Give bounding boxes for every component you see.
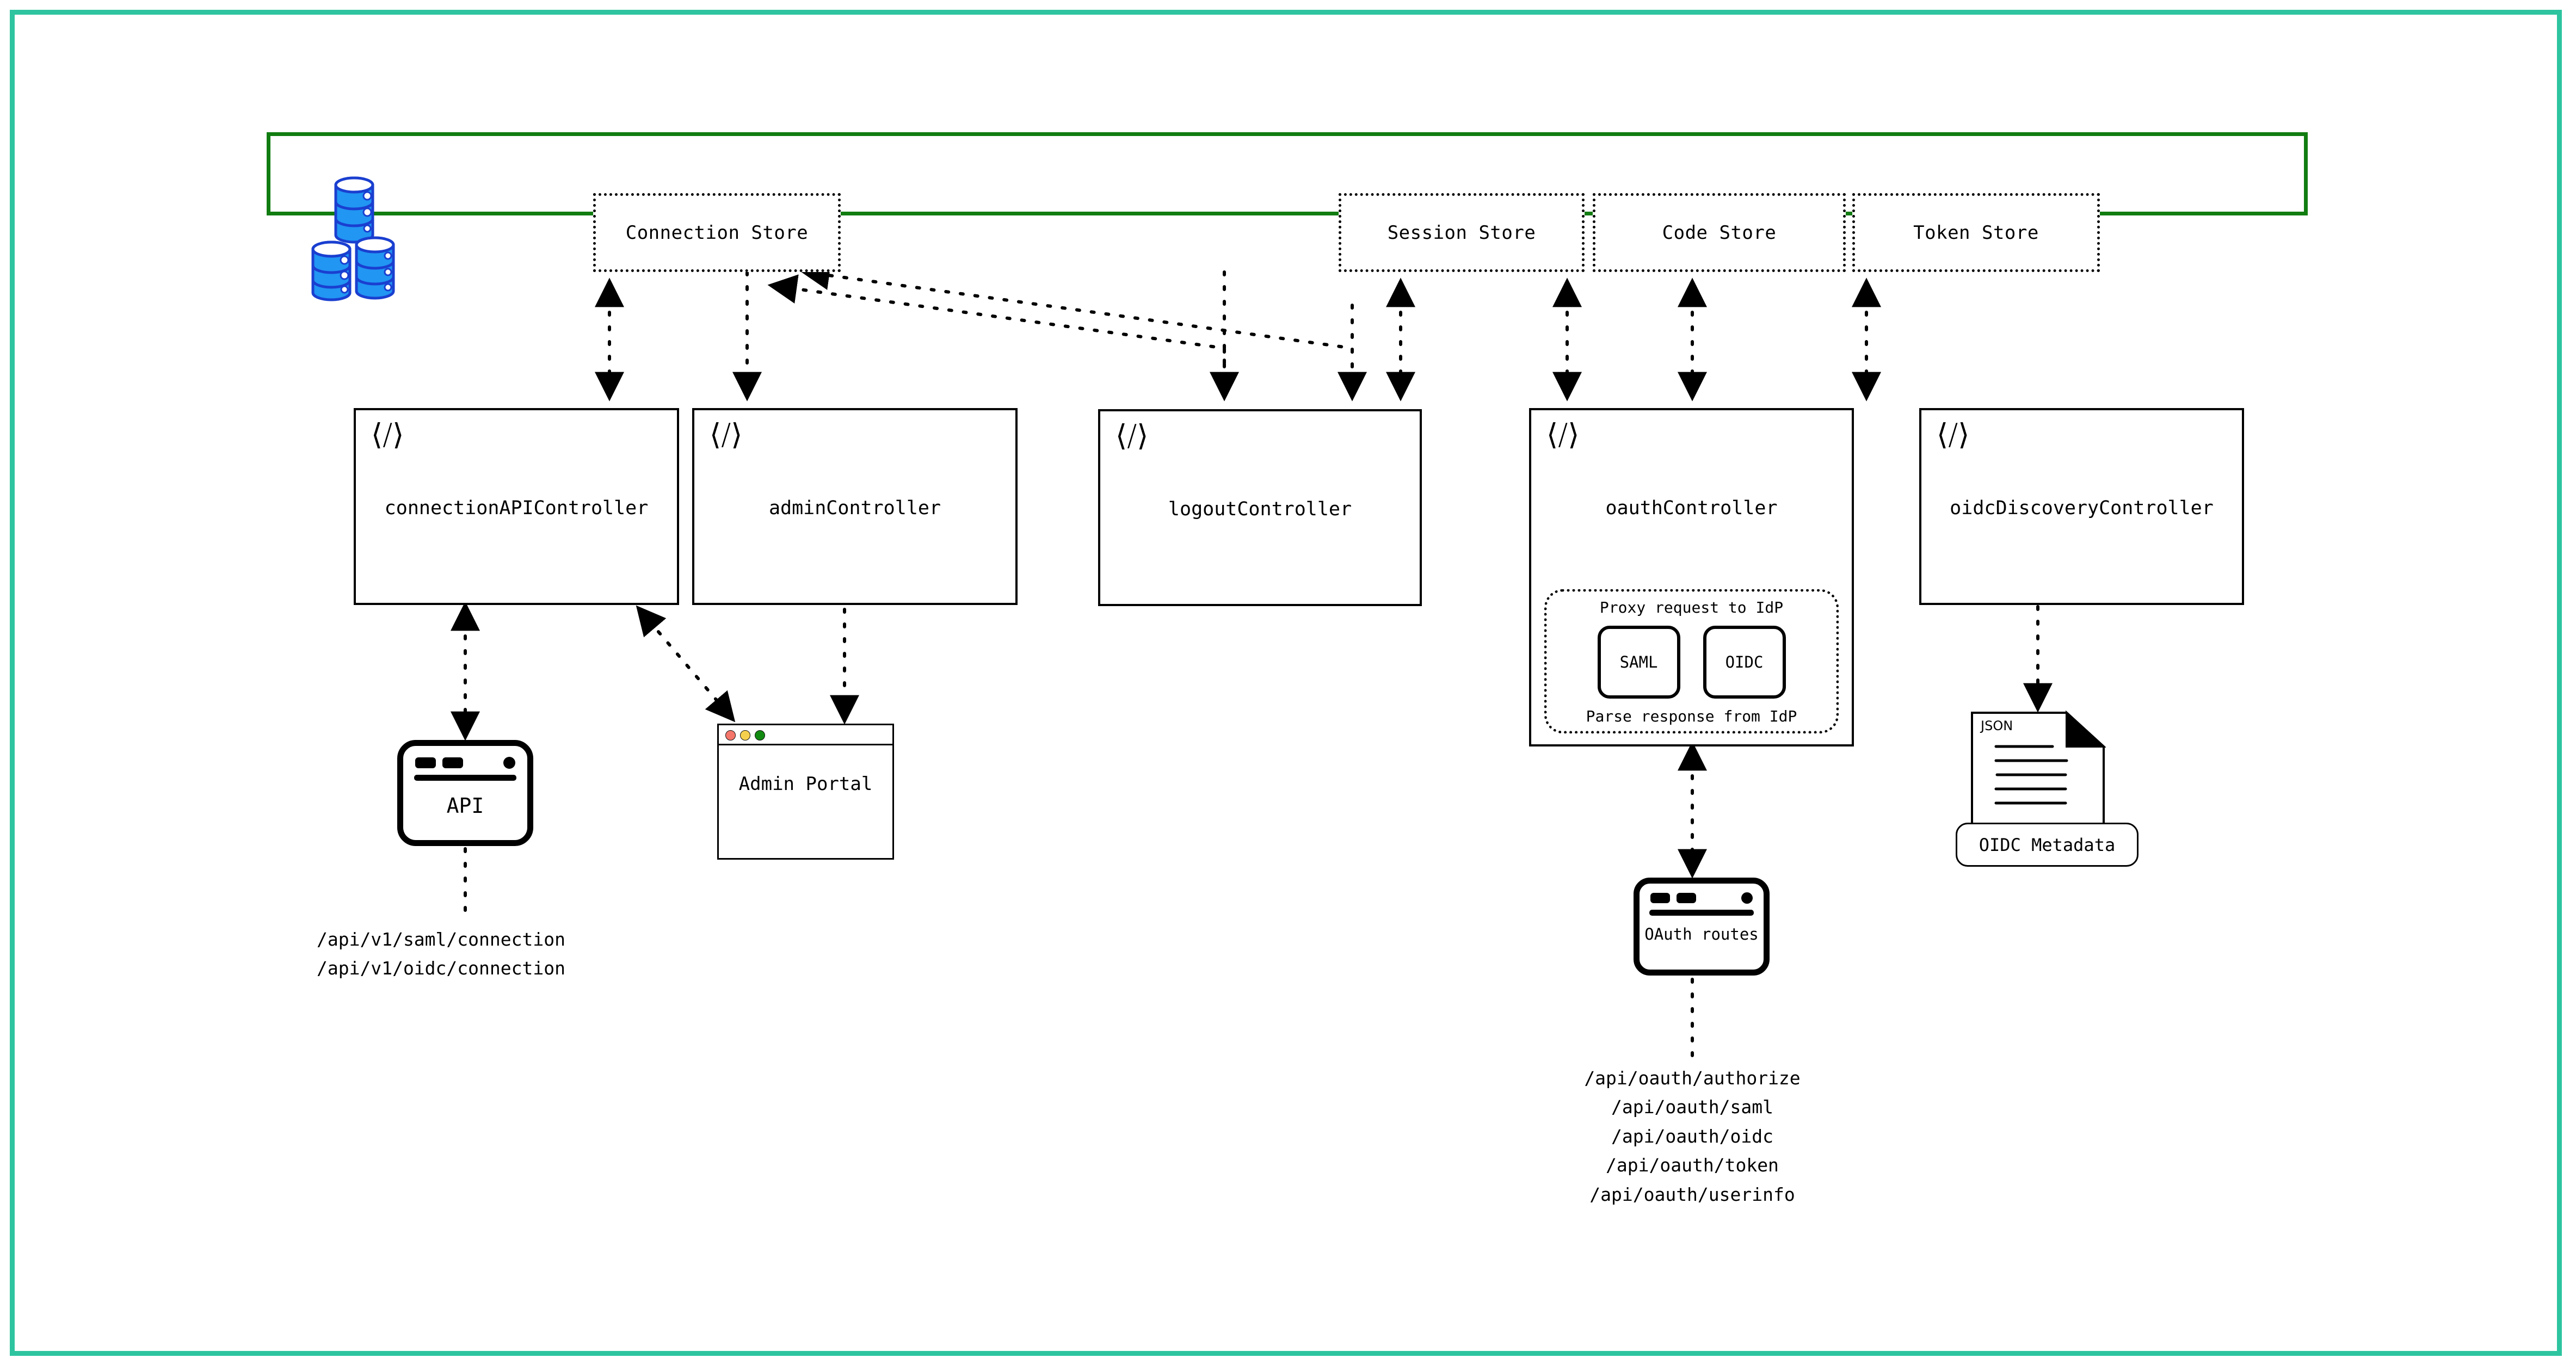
controller-label: adminController	[768, 497, 941, 519]
controller-oidc-discovery[interactable]: ⟨/⟩ oidcDiscoveryController	[1919, 408, 2244, 605]
controller-label: oauthController	[1605, 497, 1778, 519]
store-label: Code Store	[1662, 221, 1777, 244]
oidc-metadata-label-pill[interactable]: OIDC Metadata	[1956, 823, 2139, 867]
store-session-store[interactable]: Session Store	[1339, 193, 1585, 272]
controller-label: connectionAPIController	[384, 497, 649, 519]
endpoint-item: /api/oauth/authorize	[1584, 1067, 1801, 1089]
oauth-routes-label: OAuth routes	[1644, 925, 1759, 943]
code-icon: ⟨/⟩	[371, 417, 404, 452]
pill-label: OIDC	[1725, 652, 1764, 671]
connection-api-endpoints: /api/v1/saml/connection /api/v1/oidc/con…	[317, 925, 565, 983]
endpoint-item: /api/oauth/oidc	[1611, 1125, 1773, 1147]
oauth-routes-icon[interactable]: OAuth routes	[1634, 878, 1770, 976]
store-connection-store[interactable]: Connection Store	[593, 193, 841, 272]
pill-saml[interactable]: SAML	[1597, 625, 1680, 699]
admin-portal-window[interactable]: Admin Portal	[717, 724, 894, 860]
endpoint-item: /api/oauth/token	[1606, 1155, 1779, 1176]
endpoint-item: /api/v1/saml/connection	[317, 929, 565, 950]
idp-proxy-group: Proxy request to IdP SAML OIDC Parse res…	[1544, 589, 1839, 733]
maximize-icon[interactable]	[755, 730, 765, 740]
device-dot	[1677, 893, 1696, 903]
controller-label: logoutController	[1168, 498, 1352, 520]
device-dot	[1741, 892, 1753, 904]
code-icon: ⟨/⟩	[1546, 417, 1580, 452]
endpoint-item: /api/oauth/userinfo	[1589, 1183, 1795, 1205]
store-label: Session Store	[1387, 221, 1536, 244]
code-icon: ⟨/⟩	[1116, 418, 1149, 453]
store-token-store[interactable]: Token Store	[1852, 193, 2100, 272]
endpoint-item: /api/v1/oidc/connection	[317, 958, 565, 979]
idp-proxy-bottom-caption: Parse response from IdP	[1586, 707, 1797, 725]
device-dot	[503, 757, 515, 769]
device-bar	[1649, 910, 1754, 916]
oauth-endpoints: /api/oauth/authorize /api/oauth/saml /ap…	[1529, 1064, 1856, 1209]
api-device-icon[interactable]: API	[397, 740, 533, 846]
idp-protocol-pills: SAML OIDC	[1597, 625, 1786, 699]
device-dot	[1650, 893, 1670, 903]
device-dot	[442, 757, 463, 768]
controller-logout[interactable]: ⟨/⟩ logoutController	[1098, 409, 1422, 606]
controller-oauth[interactable]: ⟨/⟩ oauthController Proxy request to IdP…	[1529, 408, 1854, 746]
pill-oidc[interactable]: OIDC	[1703, 625, 1786, 699]
store-label: Token Store	[1913, 221, 2039, 244]
window-titlebar	[719, 725, 892, 745]
oidc-metadata-label: OIDC Metadata	[1979, 834, 2116, 855]
admin-portal-label: Admin Portal	[738, 773, 873, 795]
idp-proxy-top-caption: Proxy request to IdP	[1599, 598, 1784, 616]
pill-label: SAML	[1619, 652, 1658, 671]
close-icon[interactable]	[725, 730, 736, 740]
code-icon: ⟨/⟩	[710, 417, 743, 452]
controller-label: oidcDiscoveryController	[1950, 497, 2214, 519]
code-icon: ⟨/⟩	[1937, 417, 1970, 452]
json-doc-label: JSON	[1981, 718, 2013, 733]
minimize-icon[interactable]	[740, 730, 750, 740]
endpoint-item: /api/oauth/saml	[1611, 1096, 1773, 1118]
store-code-store[interactable]: Code Store	[1593, 193, 1846, 272]
controller-admin[interactable]: ⟨/⟩ adminController	[692, 408, 1018, 605]
device-dot	[415, 757, 436, 768]
api-label: API	[446, 794, 484, 818]
database-cylinders	[307, 169, 433, 305]
outer-frame	[10, 10, 2562, 1356]
store-container	[267, 132, 2308, 215]
device-bar	[414, 775, 516, 781]
controller-connection-api[interactable]: ⟨/⟩ connectionAPIController	[354, 408, 679, 605]
store-label: Connection Store	[625, 221, 809, 244]
